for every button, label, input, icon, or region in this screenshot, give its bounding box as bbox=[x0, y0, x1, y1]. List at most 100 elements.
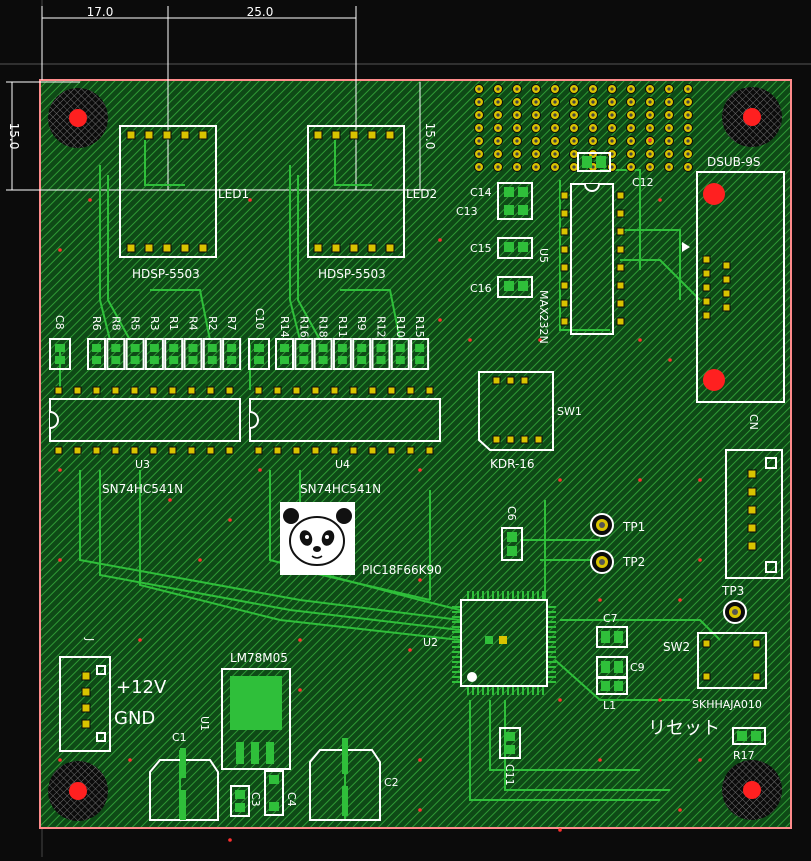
c16-ref: C16 bbox=[470, 282, 492, 295]
sw1-footprint: SW1 KDR-16 bbox=[478, 371, 582, 471]
gnd-label: GND bbox=[114, 708, 155, 729]
via-grid bbox=[474, 84, 693, 172]
c6-ref: C6 bbox=[505, 506, 518, 521]
resistor-ref: R9 bbox=[355, 316, 368, 331]
resistor-ref: R7 bbox=[225, 316, 238, 331]
resistor-ref: R6 bbox=[90, 316, 103, 331]
mounting-holes bbox=[48, 87, 782, 821]
resistor-ref: R8 bbox=[109, 316, 122, 331]
j-ref: J bbox=[83, 637, 96, 641]
reset-label: リセット bbox=[648, 718, 720, 739]
l1-ref: L1 bbox=[603, 699, 616, 712]
l1-footprint: L1 bbox=[596, 677, 628, 712]
c16-footprint: C16 bbox=[470, 276, 533, 298]
u5-value: MAX232N bbox=[537, 290, 550, 344]
c3-footprint: C3 bbox=[230, 785, 262, 817]
u3-value: SN74HC541N bbox=[102, 482, 183, 496]
dsub-value: DSUB-9S bbox=[707, 155, 760, 169]
resistor-ref: R18 bbox=[317, 316, 330, 338]
c4-ref: C4 bbox=[285, 792, 298, 807]
resistor-ref: R12 bbox=[375, 316, 388, 338]
c10-footprint: C10 bbox=[248, 308, 270, 370]
u2-ref: U2 bbox=[423, 636, 438, 649]
c15-footprint: C15 bbox=[470, 237, 533, 259]
u4-footprint: U4 SN74HC541N bbox=[249, 386, 441, 496]
c12-ref: C12 bbox=[632, 176, 654, 189]
c12-footprint: C12 bbox=[577, 152, 654, 189]
c11-ref: C11 bbox=[503, 764, 516, 786]
u1-ref: U1 bbox=[198, 716, 211, 731]
sw1-ref: SW1 bbox=[557, 405, 582, 418]
resistor-ref: R14 bbox=[278, 316, 291, 338]
u1-value: LM78M05 bbox=[230, 651, 288, 665]
r17-footprint: R17 bbox=[732, 727, 766, 762]
c7-ref: C7 bbox=[603, 612, 618, 625]
led2-ref: LED2 bbox=[406, 187, 437, 201]
c7-footprint: C7 bbox=[596, 612, 628, 648]
tp3-label: TP3 bbox=[721, 584, 744, 598]
board-outline bbox=[39, 79, 792, 829]
c14-ref: C14 bbox=[470, 186, 492, 199]
dimension-label: 17.0 bbox=[87, 5, 114, 19]
resistor-ref: R4 bbox=[187, 316, 200, 331]
c2-footprint: C2 bbox=[309, 738, 399, 821]
c14-c13-footprint: C14 C13 bbox=[456, 182, 533, 220]
u4-value: SN74HC541N bbox=[300, 482, 381, 496]
c4-footprint: C4 bbox=[264, 770, 298, 816]
r17-ref: R17 bbox=[733, 749, 755, 762]
resistor-ref: R2 bbox=[206, 316, 219, 331]
c9-ref: C9 bbox=[630, 661, 645, 674]
u5-ref: U5 bbox=[537, 248, 550, 263]
test-points: TP1 TP2 TP3 bbox=[590, 513, 747, 624]
c1-ref: C1 bbox=[172, 731, 187, 744]
tp2-label: TP2 bbox=[622, 555, 645, 569]
led1-value: HDSP-5503 bbox=[132, 267, 200, 281]
c10-ref: C10 bbox=[253, 308, 266, 330]
c6-footprint: C6 bbox=[501, 506, 523, 561]
resistor-ref: R11 bbox=[336, 316, 349, 338]
sw2-value: SKHHAJA010 bbox=[692, 698, 762, 711]
led2-value: HDSP-5503 bbox=[318, 267, 386, 281]
v12-label: +12V bbox=[116, 677, 167, 698]
dimension-label: 15.0 bbox=[423, 123, 437, 150]
vias bbox=[58, 138, 702, 842]
j-connector: J bbox=[59, 637, 111, 752]
dimension-label: 15.0 bbox=[7, 123, 21, 150]
panda-logo bbox=[280, 502, 355, 575]
led2-footprint: LED2 HDSP-5503 bbox=[307, 125, 437, 281]
led1-footprint: LED1 HDSP-5503 bbox=[119, 125, 249, 281]
dsub-footprint: DSUB-9S bbox=[682, 155, 785, 403]
resistor-ref: R15 bbox=[413, 316, 426, 338]
c1-footprint: C1 bbox=[149, 731, 219, 821]
c3-ref: C3 bbox=[249, 792, 262, 807]
resistor-ref: R1 bbox=[167, 316, 180, 331]
c8-ref: C8 bbox=[53, 315, 66, 330]
u2-value: PIC18F66K90 bbox=[362, 563, 442, 577]
tp1-label: TP1 bbox=[622, 520, 645, 534]
c11-footprint: C11 bbox=[499, 727, 521, 786]
c2-ref: C2 bbox=[384, 776, 399, 789]
u1-footprint: LM78M05 U1 bbox=[198, 651, 291, 770]
dimension-label: 25.0 bbox=[247, 5, 274, 19]
u4-ref: U4 bbox=[335, 458, 350, 471]
resistor-row-right: R14 R16 R18 R11 R9 R12 R10 R15 bbox=[275, 316, 430, 370]
resistor-ref: R10 bbox=[394, 316, 407, 338]
sw2-ref: SW2 bbox=[663, 640, 690, 654]
sw1-value: KDR-16 bbox=[490, 457, 535, 471]
resistor-row-left: R6 R8 R5 R3 R1 R4 R2 R7 bbox=[87, 316, 242, 370]
u2-footprint: U2 bbox=[423, 591, 556, 695]
cn-connector: CN bbox=[725, 414, 783, 579]
resistor-ref: R5 bbox=[129, 316, 142, 331]
u3-ref: U3 bbox=[135, 458, 150, 471]
resistor-ref: R3 bbox=[148, 316, 161, 331]
u3-footprint: U3 SN74HC541N bbox=[49, 386, 241, 496]
u5-footprint: U5 MAX232N bbox=[537, 183, 625, 344]
c8-footprint: C8 bbox=[49, 315, 71, 370]
dimension-lines bbox=[6, 6, 430, 191]
sw2-footprint: SW2 SKHHAJA010 bbox=[663, 632, 767, 711]
cn-ref: CN bbox=[747, 414, 760, 430]
resistor-ref: R16 bbox=[297, 316, 310, 338]
c15-ref: C15 bbox=[470, 242, 492, 255]
